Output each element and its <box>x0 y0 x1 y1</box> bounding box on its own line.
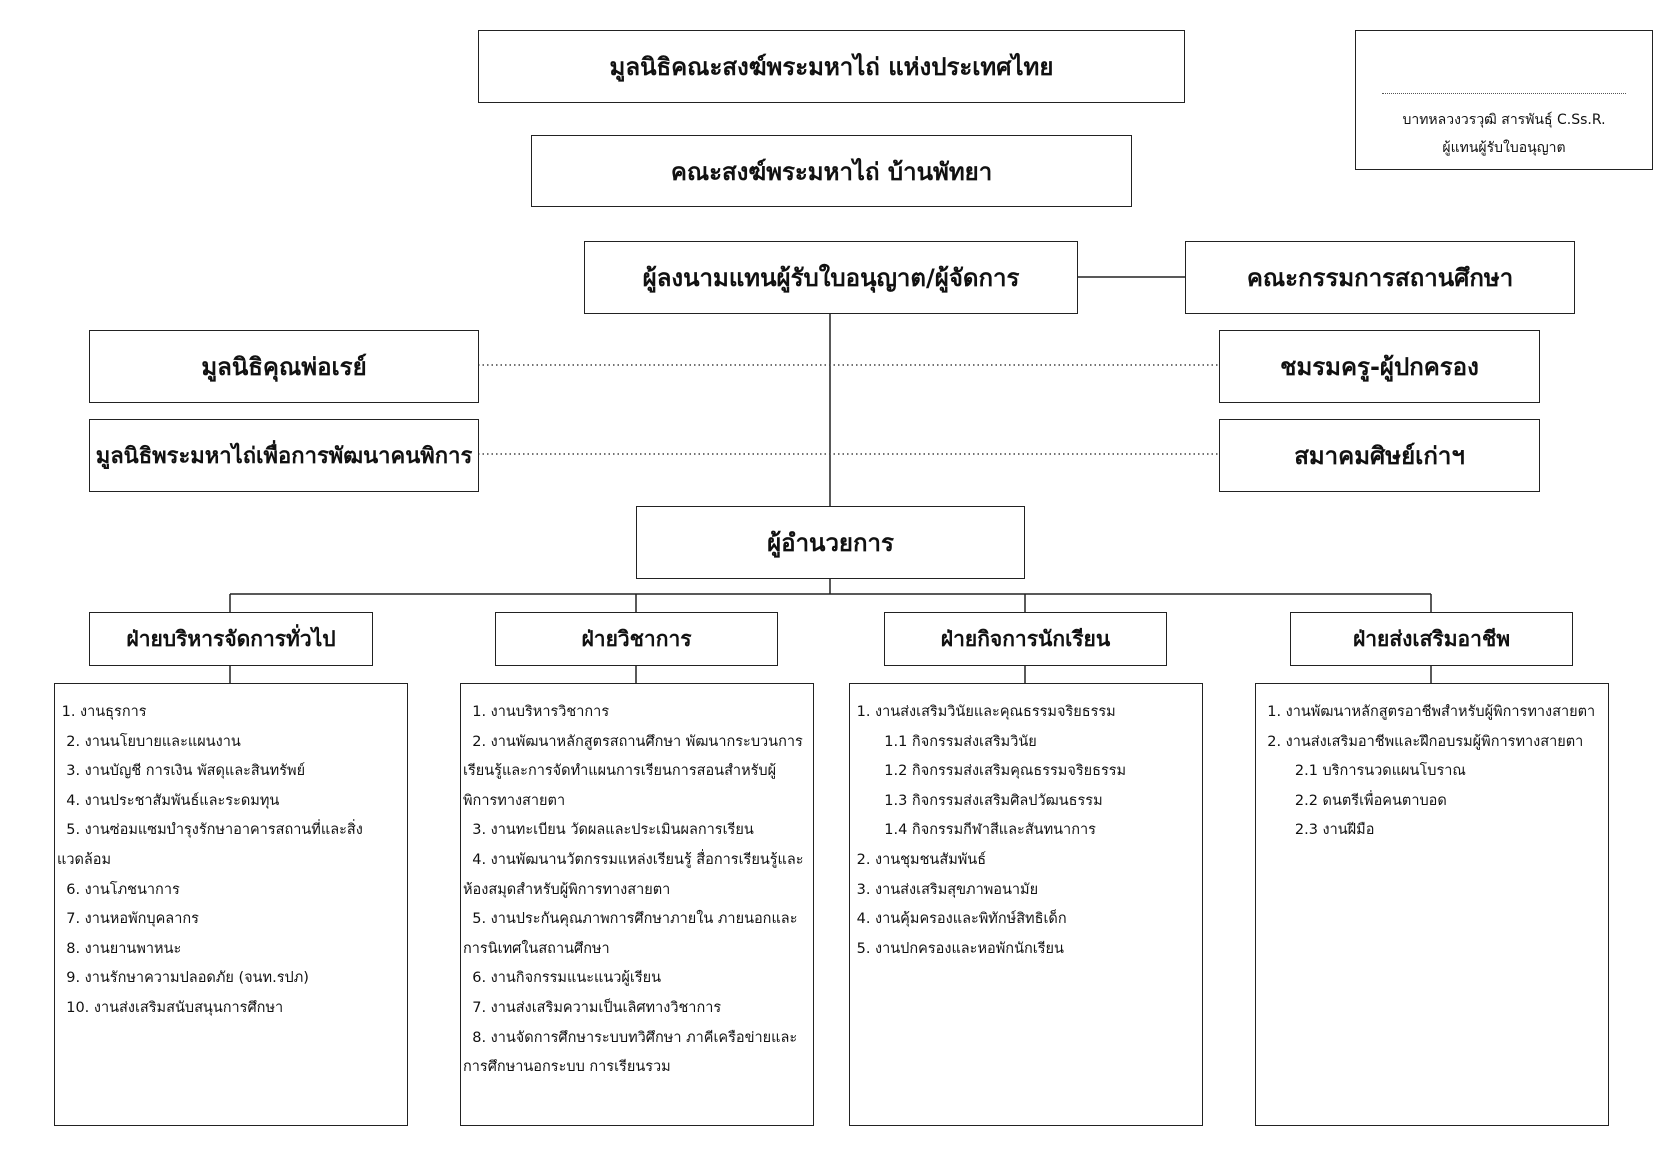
partner-box-left-2: มูลนิธิพระมหาไถ่เพื่อการพัฒนาคนพิการ <box>89 419 479 492</box>
partner-box-right-2: สมาคมศิษย์เก่าฯ <box>1219 419 1540 492</box>
task-item: 1. งานธุรการ <box>57 704 147 720</box>
department-box-vocational: ฝ่ายส่งเสริมอาชีพ <box>1290 612 1573 666</box>
school-board-label: คณะกรรมการสถานศึกษา <box>1246 264 1514 292</box>
foundation-box: มูลนิธิคณะสงฆ์พระมหาไถ่ แห่งประเทศไทย <box>478 30 1185 103</box>
task-item: 2. งานพัฒนาหลักสูตรสถานศึกษา พัฒนากระบวน… <box>463 733 803 809</box>
department-box-general-admin: ฝ่ายบริหารจัดการทั่วไป <box>89 612 373 666</box>
department-title-vocational: ฝ่ายส่งเสริมอาชีพ <box>1352 626 1511 651</box>
task-item: 1.2 กิจกรรมส่งเสริมคุณธรรมจริยธรรม <box>852 763 1127 780</box>
task-list-student-affairs: 1. งานส่งเสริมวินัยและคุณธรรมจริยธรรม 1.… <box>849 683 1203 1126</box>
partner-label-left-2: มูลนิธิพระมหาไถ่เพื่อการพัฒนาคนพิการ <box>95 444 473 469</box>
signature-box: บาทหลวงวรวุฒิ สารพันธุ์ C.Ss.R. ผู้แทนผู… <box>1355 30 1653 170</box>
task-item: 3. งานบัญชี การเงิน พัสดุและสินทรัพย์ <box>57 763 306 780</box>
licensee-signatory-label: ผู้ลงนามแทนผู้รับใบอนุญาต/ผู้จัดการ <box>642 264 1020 292</box>
department-box-academic: ฝ่ายวิชาการ <box>495 612 778 666</box>
task-item: 4. งานคุ้มครองและพิทักษ์สิทธิเด็ก <box>852 911 1067 928</box>
congregation-box: คณะสงฆ์พระมหาไถ่ บ้านพัทยา <box>531 135 1132 207</box>
task-item: 7. งานหอพักบุคลากร <box>57 911 199 928</box>
director-label: ผู้อำนวยการ <box>767 529 894 557</box>
partner-label-right-2: สมาคมศิษย์เก่าฯ <box>1294 442 1465 470</box>
partner-box-right-1: ชมรมครู-ผู้ปกครอง <box>1219 330 1540 403</box>
task-item: 7. งานส่งเสริมความเป็นเลิศทางวิชาการ <box>463 999 722 1016</box>
foundation-label: มูลนิธิคณะสงฆ์พระมหาไถ่ แห่งประเทศไทย <box>609 53 1054 81</box>
department-title-academic: ฝ่ายวิชาการ <box>581 626 692 651</box>
task-item: 2.1 บริการนวดแผนโบราณ <box>1258 763 1466 780</box>
department-box-student-affairs: ฝ่ายกิจการนักเรียน <box>884 612 1167 666</box>
task-item: 3. งานทะเบียน วัดผลและประเมินผลการเรียน <box>463 822 754 839</box>
task-item: 2.3 งานฝีมือ <box>1258 822 1375 839</box>
department-title-general-admin: ฝ่ายบริหารจัดการทั่วไป <box>126 626 336 651</box>
task-item: 8. งานยานพาหนะ <box>57 940 182 957</box>
task-item: 6. งานกิจกรรมแนะแนวผู้เรียน <box>463 970 662 987</box>
signature-name: บาทหลวงวรวุฒิ สารพันธุ์ C.Ss.R. <box>1402 112 1606 128</box>
department-title-student-affairs: ฝ่ายกิจการนักเรียน <box>940 626 1111 651</box>
task-item: 1.4 กิจกรรมกีฬาสีและสันทนาการ <box>852 822 1096 839</box>
task-item: 4. งานพัฒนานวัตกรรมแหล่งเรียนรู้ สื่อการ… <box>463 851 804 898</box>
task-item: 2.2 ดนตรีเพื่อคนตาบอด <box>1258 792 1447 809</box>
task-item: 2. งานชุมชนสัมพันธ์ <box>852 851 987 868</box>
task-item: 4. งานประชาสัมพันธ์และระดมทุน <box>57 792 280 809</box>
task-item: 1.3 กิจกรรมส่งเสริมศิลปวัฒนธรรม <box>852 792 1103 809</box>
task-item: 10. งานส่งเสริมสนับสนุนการศึกษา <box>57 999 284 1016</box>
task-list-vocational: 1. งานพัฒนาหลักสูตรอาชีพสำหรับผู้พิการทา… <box>1255 683 1609 1126</box>
partner-label-right-1: ชมรมครู-ผู้ปกครอง <box>1280 353 1479 381</box>
task-item: 1. งานบริหารวิชาการ <box>463 704 610 720</box>
task-item: 9. งานรักษาความปลอดภัย (จนท.รปภ) <box>57 970 309 987</box>
school-board-box: คณะกรรมการสถานศึกษา <box>1185 241 1575 314</box>
task-item: 3. งานส่งเสริมสุขภาพอนามัย <box>852 881 1039 898</box>
task-item: 1. งานส่งเสริมวินัยและคุณธรรมจริยธรรม <box>852 704 1116 720</box>
task-item: 5. งานประกันคุณภาพการศึกษาภายใน ภายนอกแล… <box>463 911 798 957</box>
task-item: 6. งานโภชนาการ <box>57 881 180 898</box>
task-item: 1.1 กิจกรรมส่งเสริมวินัย <box>852 733 1037 750</box>
signature-line <box>1382 93 1626 94</box>
task-item: 5. งานปกครองและหอพักนักเรียน <box>852 940 1064 957</box>
task-item: 5. งานซ่อมแซมบำรุงรักษาอาคารสถานที่และสิ… <box>57 822 363 868</box>
task-item: 2. งานส่งเสริมอาชีพและฝึกอบรมผู้พิการทาง… <box>1258 733 1584 750</box>
partner-box-left-1: มูลนิธิคุณพ่อเรย์ <box>89 330 479 403</box>
congregation-label: คณะสงฆ์พระมหาไถ่ บ้านพัทยา <box>670 157 993 186</box>
task-item: 2. งานนโยบายและแผนงาน <box>57 733 241 750</box>
task-item: 8. งานจัดการศึกษาระบบทวิศึกษา ภาคีเครือข… <box>463 1029 798 1076</box>
signature-role: ผู้แทนผู้รับใบอนุญาต <box>1442 140 1566 156</box>
task-list-general-admin: 1. งานธุรการ 2. งานนโยบายและแผนงาน 3. งา… <box>54 683 408 1126</box>
director-box: ผู้อำนวยการ <box>636 506 1025 579</box>
task-list-academic: 1. งานบริหารวิชาการ 2. งานพัฒนาหลักสูตรส… <box>460 683 814 1126</box>
partner-label-left-1: มูลนิธิคุณพ่อเรย์ <box>201 353 367 381</box>
licensee-signatory-box: ผู้ลงนามแทนผู้รับใบอนุญาต/ผู้จัดการ <box>584 241 1078 314</box>
task-item: 1. งานพัฒนาหลักสูตรอาชีพสำหรับผู้พิการทา… <box>1258 704 1596 720</box>
